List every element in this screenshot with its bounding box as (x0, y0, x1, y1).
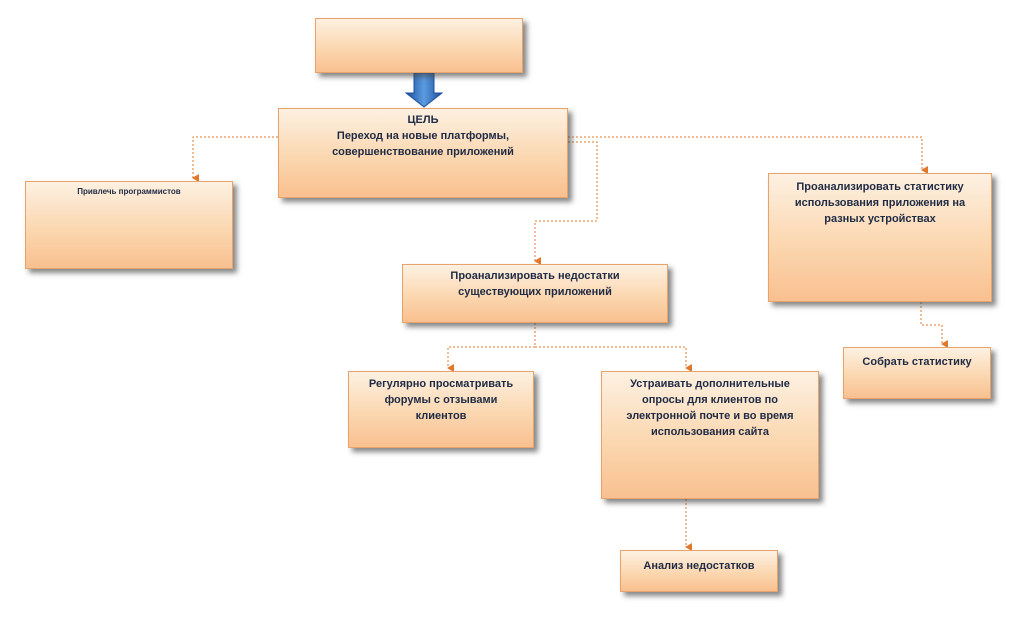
review-forums-box: Регулярно просматривать форумы с отзывам… (348, 371, 534, 448)
stats-line-1: Проанализировать статистику (796, 181, 964, 193)
survey-line-2: опросы для клиентов по (642, 393, 778, 406)
stats-line-2: использования приложения на (794, 196, 966, 209)
connector-analyze-to-forums (447, 323, 536, 372)
hire-programmers-label: Привлечь программистов (77, 187, 181, 196)
forums-line-2: форумы с отзывами (384, 393, 498, 406)
connector-stats-to-collect (920, 302, 948, 348)
forums-line-1: Регулярно просматривать (368, 378, 514, 390)
connector-goal-to-stats (568, 136, 928, 174)
stats-line-3: разных устройствах (824, 212, 936, 225)
analyze-defects-box: Проанализировать недостатки существующих… (402, 264, 668, 323)
hire-programmers-box: Привлечь программистов (25, 181, 233, 269)
analyze-line-1: Проанализировать недостатки (450, 270, 620, 282)
connector-analyze-to-survey (535, 346, 692, 372)
connector-goal-to-hire (192, 136, 278, 182)
connector-goal-to-analyze (534, 141, 598, 265)
defect-analysis-box: Анализ недостатков (620, 550, 778, 592)
top-box (315, 18, 523, 73)
survey-line-4: использования сайта (651, 425, 769, 438)
goal-box: ЦЕЛЬ Переход на новые платформы, соверше… (278, 108, 568, 198)
collect-statistics-box: Собрать статистику (843, 347, 991, 399)
defect-analysis-label: Анализ недостатков (643, 560, 755, 572)
goal-line-1: Переход на новые платформы, (336, 129, 510, 142)
goal-title: ЦЕЛЬ (407, 114, 439, 126)
survey-line-1: Устраивать дополнительные (630, 378, 790, 390)
customer-surveys-box: Устраивать дополнительные опросы для кли… (601, 371, 819, 499)
goal-line-2: совершенствование приложений (332, 145, 514, 158)
collect-statistics-label: Собрать статистику (862, 356, 972, 368)
survey-line-3: электронной почте и во время (626, 409, 794, 422)
forums-line-3: клиентов (415, 409, 467, 422)
analyze-statistics-box: Проанализировать статистику использовани… (768, 173, 992, 302)
main-down-arrow (404, 72, 444, 108)
analyze-line-2: существующих приложений (458, 285, 612, 298)
